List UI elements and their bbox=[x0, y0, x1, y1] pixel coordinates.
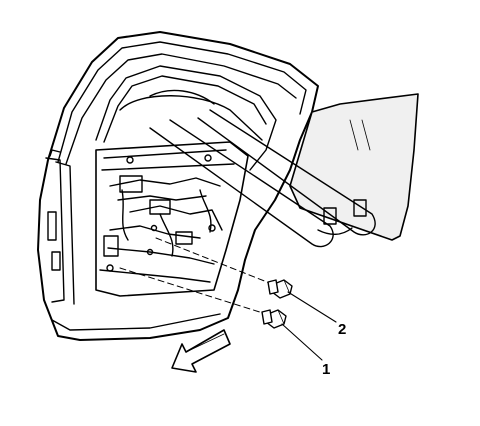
bolt-2 bbox=[267, 279, 293, 299]
window-frame bbox=[95, 65, 277, 171]
window-glass bbox=[289, 93, 419, 241]
callout-2: 2 bbox=[338, 321, 346, 338]
inner-panel bbox=[95, 141, 249, 297]
callout-1: 1 bbox=[322, 361, 330, 378]
bolt-1 bbox=[261, 309, 287, 329]
glass-channels bbox=[149, 109, 376, 248]
alignment-lines bbox=[119, 237, 273, 315]
door-shell bbox=[37, 31, 319, 341]
leader-lines bbox=[281, 291, 337, 361]
forward-arrow-icon bbox=[171, 329, 231, 373]
door-front-edge bbox=[45, 149, 75, 305]
